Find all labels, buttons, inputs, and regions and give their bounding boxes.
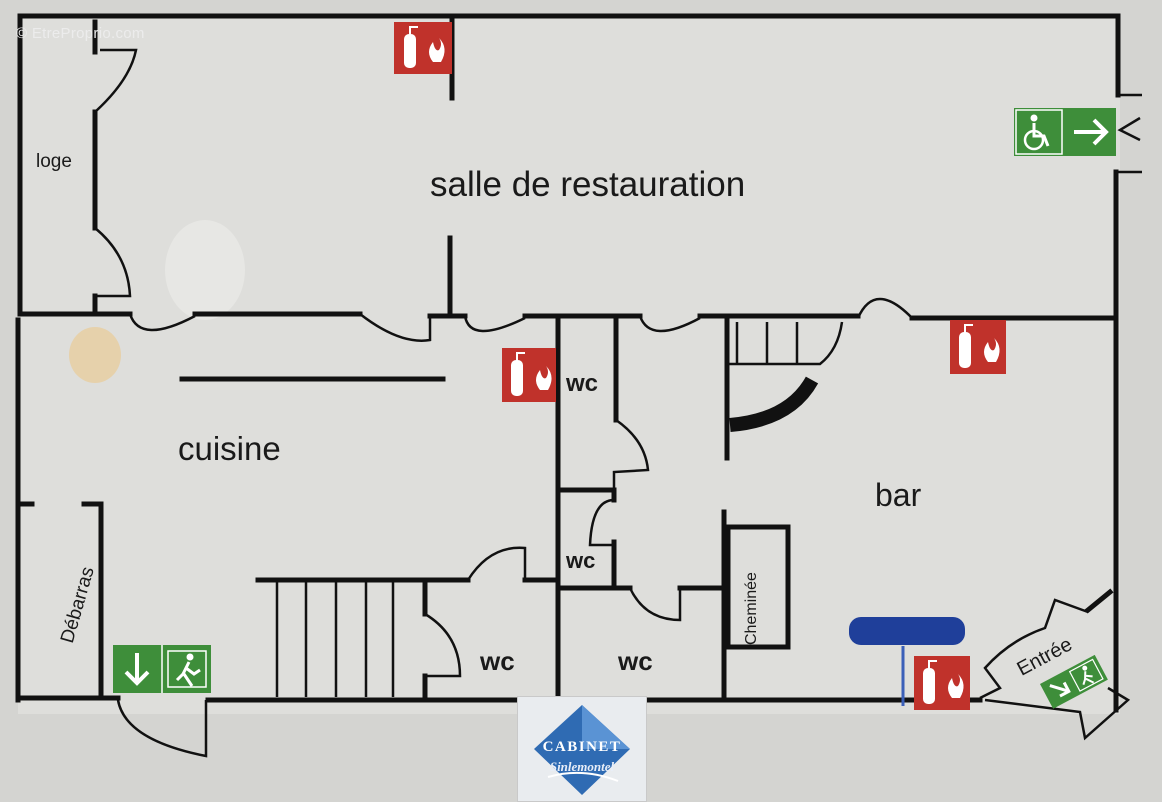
stairs-left-treads [275, 582, 395, 697]
door-salle-2 [359, 313, 432, 342]
exit-door-right-swing [1117, 116, 1141, 142]
door-salle-1 [128, 313, 196, 332]
fire-extinguisher-icon [502, 348, 556, 402]
light-glare [69, 327, 121, 383]
room-label-wc-bottom-right: wc [618, 646, 653, 676]
room-label-bar: bar [875, 477, 922, 513]
room-label-loge: loge [36, 151, 72, 172]
fire-extinguisher-icon [914, 656, 970, 710]
wc-door-bottom-left [424, 612, 462, 678]
walls [15, 13, 1121, 713]
room-label-salle: salle de restauration [430, 165, 746, 204]
accessible-exit-icon [1014, 108, 1116, 156]
entree-door-lower [984, 686, 1131, 741]
logo-line2: Sinlemontel [549, 759, 615, 774]
debarras-wall-b [81, 501, 104, 699]
entree-door-upper [979, 598, 1089, 700]
blue-counter [849, 617, 965, 645]
door-swings [94, 48, 1142, 758]
room-label-wc-top: wc [566, 370, 599, 397]
room-label-wc-small: wc [566, 548, 596, 573]
stair-banister [729, 376, 819, 432]
wc-door-bottom-left-top [466, 546, 527, 581]
agency-logo: CABINET Sinlemontel [517, 696, 647, 802]
cheminee-box [725, 524, 791, 650]
room-label-wc-bottom-left: wc [480, 646, 515, 676]
reflection [165, 220, 245, 320]
wc-door-small [588, 498, 615, 547]
room-label-cheminee: Cheminée [743, 572, 760, 645]
fire-extinguisher-icon [950, 320, 1006, 374]
stairs-right-treads [727, 321, 844, 366]
entree-wall [1084, 588, 1114, 614]
plan-board [18, 14, 1120, 714]
wc-door-bottom-right [628, 587, 682, 622]
wc-door-top [612, 418, 650, 490]
loge-door-bottom [94, 227, 132, 298]
fire-extinguisher-icon [394, 22, 452, 74]
room-label-cuisine: cuisine [178, 430, 281, 467]
door-salle-4 [638, 315, 701, 333]
logo-diamond-icon [534, 705, 630, 795]
exit-door-bottom-left [116, 699, 208, 758]
emergency-exit-icon [1040, 654, 1108, 709]
loge-door-top [94, 48, 138, 113]
logo-line1: CABINET [542, 739, 622, 755]
wall-top [17, 13, 1121, 98]
door-salle-5 [856, 297, 913, 319]
watermark: © EtreProprio.com [16, 25, 145, 42]
emergency-exit-icon [113, 645, 211, 693]
door-salle-3 [463, 315, 526, 333]
